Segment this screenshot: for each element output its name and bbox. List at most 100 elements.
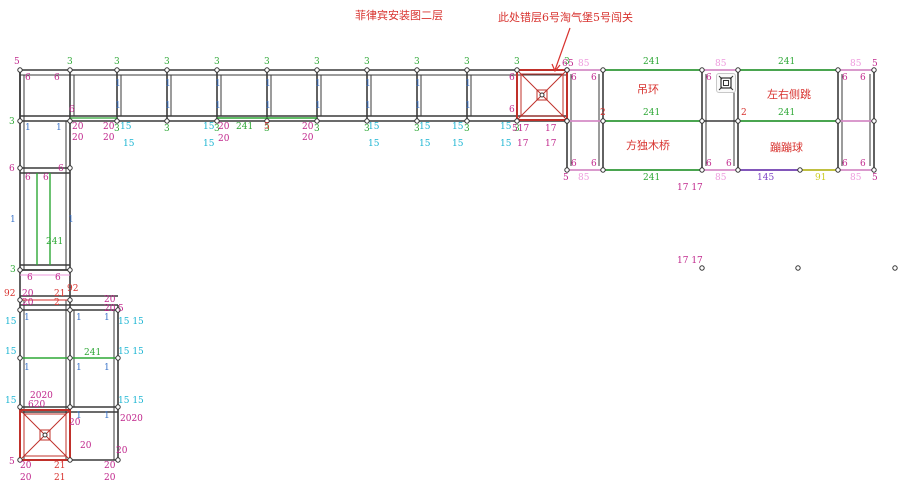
zone-side-jump: 左右侧跳 [767,88,811,101]
label-3: 3 [164,124,170,134]
dim-label: 21 [54,289,65,299]
zone-balance-bridge: 方独木桥 [626,139,670,152]
dim-label: 20 [72,133,84,143]
dim-label: 1 [104,363,110,373]
frame-node [871,167,877,173]
frame-node [115,404,121,410]
dim-label: 5 [872,173,878,183]
dim-label: 15 [123,139,135,149]
label-3: 3 [264,57,270,67]
net-outline [516,69,568,121]
label-3: 3 [214,57,220,67]
dim-label: 5 [118,304,124,314]
dim-label: 5 [872,59,878,69]
label-92: 92 [67,284,78,294]
dim-label: 2 [741,108,747,118]
note-arrow-line [554,27,571,71]
frame-node [67,267,73,273]
dim-label: 620 [28,400,45,410]
label-1: 1 [215,101,221,111]
dim-label: 15 [452,139,464,149]
dim-label: 15 [419,122,431,132]
label-5: 5 [14,57,20,67]
dim-label: 20 [103,133,115,143]
label-85: 85 [850,173,862,183]
frame-node [735,118,741,124]
label-1: 1 [465,79,471,89]
label-3: 3 [364,57,370,67]
dim-label: 6 [706,159,712,169]
dim-label: 20 [104,295,116,305]
frame-node [314,118,320,124]
label-3: 3 [564,57,570,67]
label-1: 1 [165,79,171,89]
dim-label: 15 [120,122,132,132]
frame-node [795,265,801,271]
frame-node [464,67,470,73]
dim-label: 15 [500,139,512,149]
label-241: 241 [236,122,253,132]
dim-label: 2020 [30,391,53,401]
frame-node [514,67,520,73]
dim-label: 1 [104,313,110,323]
dim-label: 3 [9,117,15,127]
label-1: 1 [315,101,321,111]
net-square-top [516,69,568,121]
frame-node [17,404,23,410]
dim-label: 6 [58,164,64,174]
label-241: 241 [643,57,660,67]
frame-node [414,118,420,124]
frame-node [17,307,23,313]
dim-label: 1 [24,313,30,323]
dim-label: 5 [264,122,270,132]
dim-label: 6 [591,73,597,83]
label-1: 1 [265,79,271,89]
label-3: 3 [464,57,470,67]
dim-label: 6 [842,159,848,169]
label-1: 1 [415,79,421,89]
dim-label: 15 [203,122,215,132]
frame-node [115,457,121,463]
dim-label: 15 [500,122,512,132]
dim-label: 6 [27,273,33,283]
net-square-bottom [19,409,71,461]
frame-node [314,67,320,73]
label-145: 145 [757,173,774,183]
label-3: 3 [114,124,120,134]
label-3: 3 [67,57,73,67]
label-1: 1 [315,79,321,89]
frame-node [17,267,23,273]
frame-node [164,118,170,124]
label-6: 6 [69,105,75,115]
frame-node [600,167,606,173]
frame-node [67,297,73,303]
label-15-15: 15 15 [118,396,144,406]
frame-node [214,118,220,124]
label-1: 1 [365,101,371,111]
frame-node [364,67,370,73]
dim-label: 15 [368,122,380,132]
label-1: 1 [265,101,271,111]
frame-node [17,297,23,303]
frame-node [735,67,741,73]
dim-label: 6 [55,273,61,283]
dim-label: 5 [9,457,15,467]
frame-lines [19,69,875,461]
frame-node [114,118,120,124]
frame-node [67,67,73,73]
label-1: 1 [415,101,421,111]
dim-label: 15 [5,347,17,357]
frame-node [114,67,120,73]
label-6: 6 [509,73,515,83]
net-outline [19,409,71,461]
frame-node [835,167,841,173]
fit-view-button[interactable] [716,73,736,93]
label-85: 85 [578,173,590,183]
dim-label: 1 [24,363,30,373]
dim-label: 20 [116,446,128,456]
dim-label: 517 [512,124,529,134]
frame-node [67,457,73,463]
dim-label: 1 [76,363,82,373]
dim-label: 20 [218,122,230,132]
